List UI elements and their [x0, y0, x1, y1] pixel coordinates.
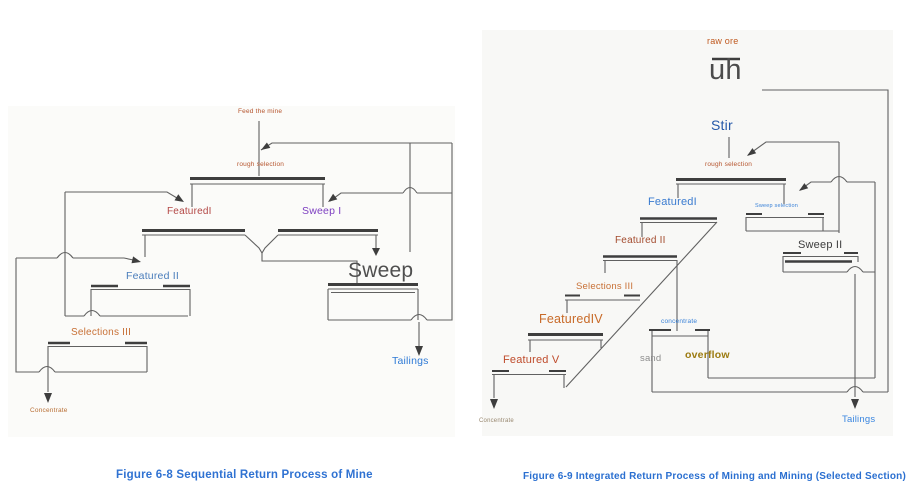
- label-mill: uh: [709, 54, 742, 86]
- label-cleaning-4: FeaturedIV: [539, 312, 603, 326]
- label-stir: Stir: [711, 117, 733, 133]
- label-concentrate: Concentrate: [479, 418, 514, 424]
- right-flowsheet-lines: [492, 89, 889, 398]
- label-sweep-big: Sweep: [348, 259, 414, 282]
- left-flowsheet-lines: [15, 121, 453, 392]
- label-cleaning-1: FeaturedI: [167, 206, 212, 217]
- right-figure-scan-area: [482, 30, 893, 436]
- label-sweep-1: Sweep I: [302, 205, 342, 217]
- label-concentrate-cell: concentrate: [661, 318, 698, 325]
- label-overflow: overflow: [685, 349, 730, 361]
- label-rough-selection: rough selection: [237, 161, 285, 168]
- label-sweep-selected: Sweep selection: [755, 203, 799, 209]
- left-flowsheet-bars: [48, 177, 418, 345]
- label-sweep-2: Sweep II: [798, 239, 843, 251]
- label-raw-ore: raw ore: [707, 36, 739, 46]
- label-cleaning-3: Selections III: [576, 281, 634, 292]
- right-flowsheet-arrowheads: [490, 148, 859, 409]
- label-cleaning-2: Featured II: [615, 235, 666, 246]
- label-sand: sand: [640, 353, 662, 364]
- label-cleaning-1: FeaturedI: [648, 196, 697, 208]
- left-figure-scan-area: [8, 106, 455, 437]
- caption-figure-6-9: Figure 6-9 Integrated Return Process of …: [523, 471, 906, 482]
- label-tailings: Tailings: [842, 414, 876, 425]
- caption-figure-6-8: Figure 6-8 Sequential Return Process of …: [116, 469, 373, 481]
- right-flowsheet-bars: [492, 57, 858, 372]
- label-tailings: Tailings: [392, 355, 429, 367]
- label-cleaning-2: Featured II: [126, 270, 179, 282]
- left-flowsheet-arrowheads: [44, 142, 423, 403]
- label-feed-the-mine: Feed the mine: [238, 108, 283, 115]
- label-cleaning-3: Selections III: [71, 327, 132, 338]
- label-cleaning-5: Featured V: [503, 354, 560, 366]
- label-rough-selection: rough selection: [705, 161, 753, 168]
- label-concentrate: Concentrate: [30, 407, 68, 414]
